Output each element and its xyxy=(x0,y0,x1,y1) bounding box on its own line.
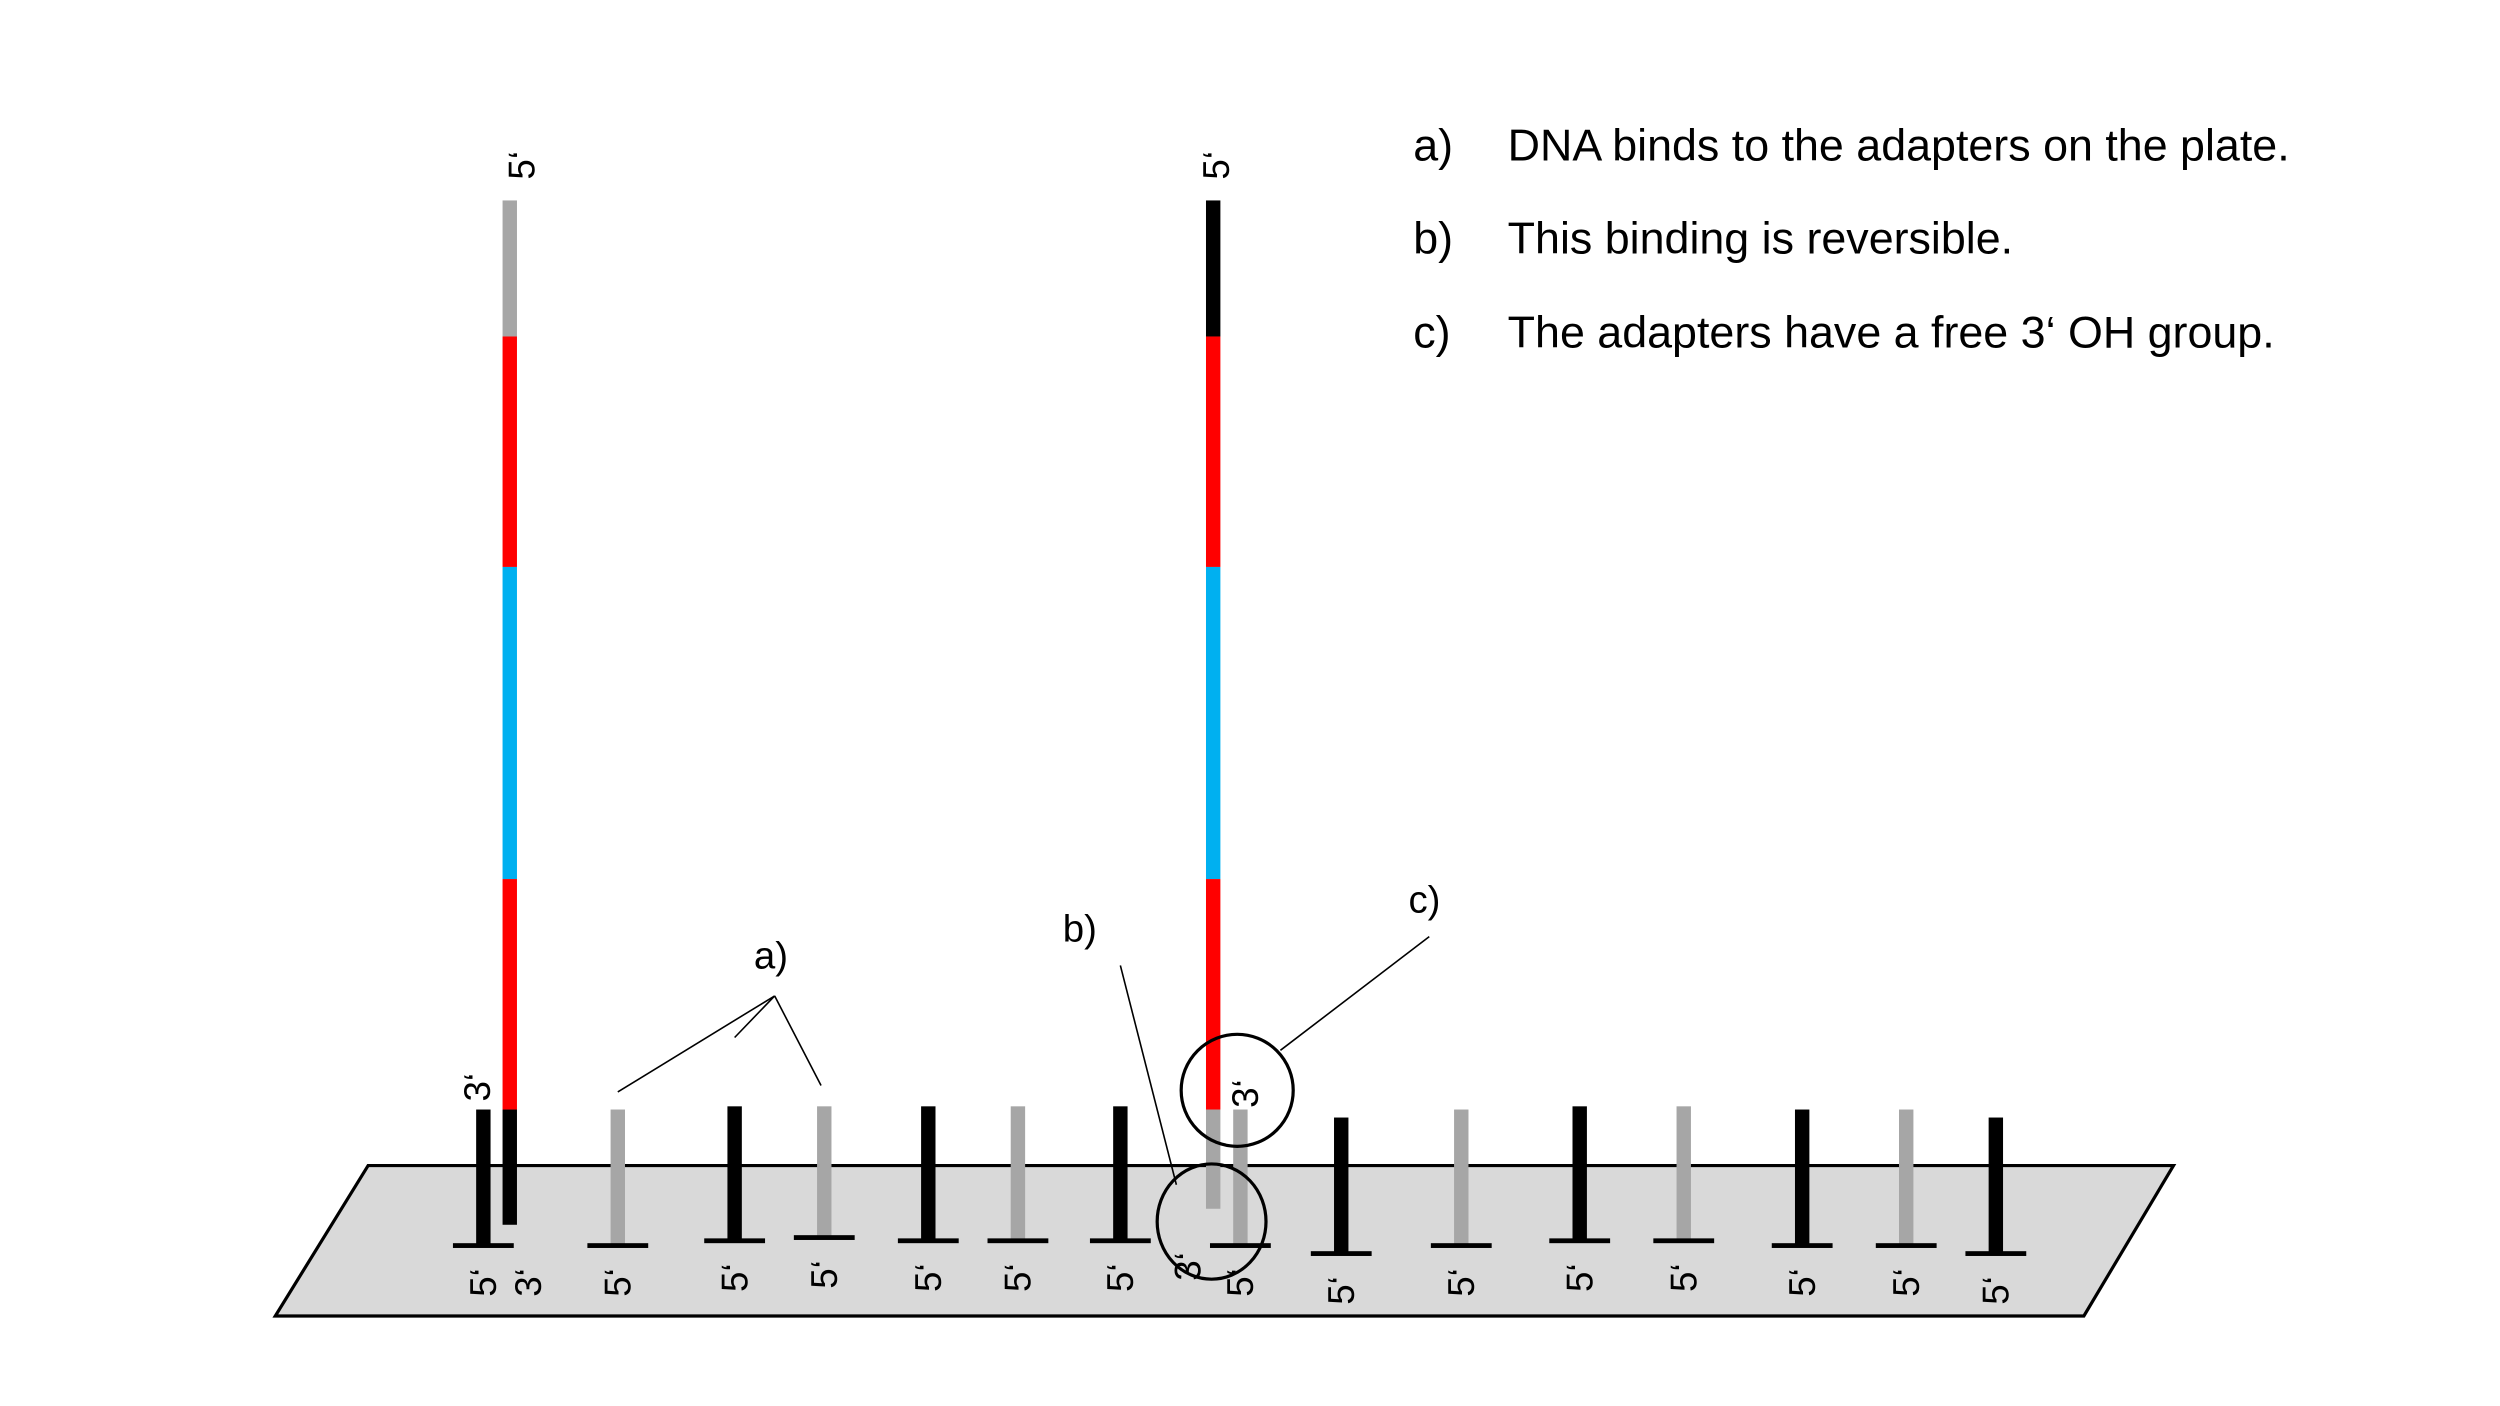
left-strand-5prime-label: 5‘ xyxy=(502,151,543,180)
adapter-grey xyxy=(817,1106,832,1238)
callout-lines xyxy=(617,936,1430,1185)
adapter-base xyxy=(1209,1243,1271,1248)
adapter-5prime-label: 5‘ xyxy=(714,1263,755,1292)
adapter-5prime-label: 5‘ xyxy=(1886,1268,1927,1297)
legend-key-c: c) xyxy=(1413,308,1450,358)
adapter-base xyxy=(897,1238,959,1244)
adapter-black xyxy=(1113,1106,1128,1241)
adapter-black xyxy=(727,1106,742,1241)
adapter-black xyxy=(1794,1109,1810,1246)
adapter-base xyxy=(987,1238,1049,1244)
legend-key-a: a) xyxy=(1413,120,1453,170)
right-strand-5prime-label: 5‘ xyxy=(1196,151,1237,180)
left-strand-segment-black xyxy=(502,1109,517,1225)
adapter-5prime-label: 5‘ xyxy=(1441,1268,1482,1297)
adapter-5prime-label: 5‘ xyxy=(1100,1263,1141,1292)
right-strand-segment-red xyxy=(1205,336,1221,567)
bound-adapter-grey xyxy=(1205,1109,1221,1209)
callout-b: b) xyxy=(1063,907,1097,950)
adapter-base xyxy=(704,1238,766,1244)
left-strand-3prime-label: 3‘ xyxy=(457,1073,498,1102)
left-strand-segment-red xyxy=(502,336,517,567)
adapter-base xyxy=(587,1243,649,1248)
circle-c-highlight xyxy=(1179,1032,1295,1148)
adapter-base xyxy=(1089,1238,1151,1244)
left-strand-segment-red xyxy=(502,879,517,1110)
adapter-5prime-label: 5‘ xyxy=(1560,1263,1601,1292)
adapter-black xyxy=(921,1106,936,1241)
callout-a: a) xyxy=(754,935,788,978)
right-strand-segment-black xyxy=(1205,200,1221,337)
adapter-5prime-label: 5‘ xyxy=(1976,1276,2017,1305)
legend-text-c: The adapters have a free 3‘ OH group. xyxy=(1508,308,2275,358)
adapter-black xyxy=(1572,1106,1587,1241)
adapter-end-labels: 5‘5‘5‘5‘5‘5‘5‘5‘5‘5‘5‘5‘5‘5‘5‘3‘3‘ xyxy=(463,1252,2016,1305)
flow-cell-plate xyxy=(272,1163,2177,1318)
adapter-base xyxy=(1965,1251,2027,1256)
strand-3prime-base-label: 3‘ xyxy=(508,1268,549,1297)
adapter-grey xyxy=(1233,1109,1248,1246)
legend-key-b: b) xyxy=(1413,213,1453,263)
adapter-grey xyxy=(1454,1109,1469,1246)
legend: a) DNA binds to the adapters on the plat… xyxy=(1413,120,2289,357)
dna-strands xyxy=(502,200,1221,1225)
strand-3prime-base-label: 3‘ xyxy=(1167,1252,1208,1281)
adapter-grey xyxy=(1010,1106,1026,1241)
right-strand-segment-blue xyxy=(1205,566,1221,880)
adapter-5prime-label: 5‘ xyxy=(908,1263,949,1292)
adapter-5prime-label: 5‘ xyxy=(998,1263,1039,1292)
adapter-5prime-label: 5‘ xyxy=(804,1260,845,1289)
adapter-grey xyxy=(1676,1106,1691,1241)
right-strand-3prime-label: 3‘ xyxy=(1225,1079,1266,1108)
circle-b-highlight xyxy=(1155,1162,1268,1281)
adapter-5prime-label: 5‘ xyxy=(463,1268,504,1297)
adapter-grey xyxy=(1899,1109,1914,1246)
adapter-base xyxy=(1549,1238,1611,1244)
adapters xyxy=(452,1106,2027,1256)
adapter-base xyxy=(1771,1243,1833,1248)
adapter-base xyxy=(452,1243,514,1248)
adapter-black xyxy=(1334,1117,1349,1254)
legend-text-a: DNA binds to the adapters on the plate. xyxy=(1508,120,2290,170)
adapter-5prime-label: 5‘ xyxy=(1321,1276,1362,1305)
adapter-base xyxy=(793,1235,855,1240)
adapter-5prime-label: 5‘ xyxy=(598,1268,639,1297)
adapter-black xyxy=(1988,1117,2004,1254)
adapter-5prime-label: 5‘ xyxy=(1220,1268,1261,1297)
adapter-5prime-label: 5‘ xyxy=(1782,1268,1823,1297)
adapter-base xyxy=(1430,1243,1492,1248)
legend-text-b: This binding is reversible. xyxy=(1508,213,2013,263)
left-strand-segment-grey xyxy=(502,200,517,337)
left-strand-segment-blue xyxy=(502,566,517,880)
adapter-base xyxy=(1310,1251,1372,1256)
adapter-base xyxy=(1875,1243,1937,1248)
adapter-grey xyxy=(610,1109,625,1246)
adapter-5prime-label: 5‘ xyxy=(1664,1263,1705,1292)
right-strand-segment-red xyxy=(1205,879,1221,1110)
adapter-black xyxy=(476,1109,491,1246)
adapter-base xyxy=(1653,1238,1715,1244)
callout-c: c) xyxy=(1408,879,1440,922)
